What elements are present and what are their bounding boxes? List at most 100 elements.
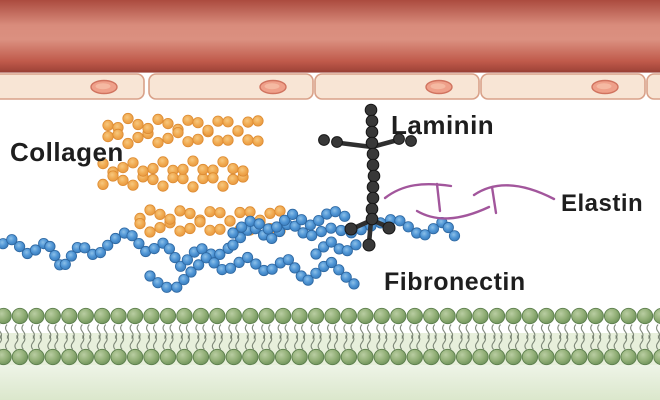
lipid-head — [554, 348, 571, 366]
lipid-head — [94, 348, 111, 366]
lipid-head — [603, 348, 621, 366]
cell-body — [0, 73, 145, 100]
fibronectin-bead — [333, 264, 345, 276]
collagen-bead — [172, 127, 184, 139]
collagen-bead — [134, 218, 146, 230]
collagen-bead — [214, 207, 226, 219]
collagen-fiber — [102, 112, 264, 150]
collagen-bead — [132, 118, 144, 131]
lipid-tail — [474, 335, 480, 350]
lipid-tail — [449, 335, 454, 350]
lipid-tail — [4, 335, 10, 350]
lipid-head — [192, 307, 210, 325]
lipid-head — [653, 307, 660, 325]
lipid-head — [274, 348, 292, 366]
lipid-tails — [0, 324, 660, 350]
fibronectin-bead — [185, 266, 197, 278]
lipid-head — [505, 348, 522, 366]
laminin-bead — [365, 212, 379, 226]
fibronectin-bead — [193, 259, 205, 271]
collagen-bead — [197, 163, 209, 176]
cytoplasm-gradient — [0, 365, 660, 400]
elastin-fibers — [383, 182, 556, 220]
lipid-head — [110, 348, 127, 366]
collagen-bead — [224, 215, 236, 227]
lipid-tail — [185, 335, 190, 350]
fibronectin-bead — [306, 229, 318, 242]
lipid-head — [324, 307, 341, 325]
lipid-tail — [235, 335, 240, 350]
collagen-bead — [177, 173, 189, 185]
lipid-tail — [557, 335, 562, 350]
tissue-band — [0, 0, 660, 72]
lipid-head — [620, 348, 637, 366]
collagen-bead — [127, 179, 139, 191]
lipid-head — [126, 348, 144, 366]
collagen-bead — [152, 137, 164, 149]
collagen-bead — [184, 207, 196, 220]
lipid-head — [126, 307, 144, 325]
lipid-head — [571, 348, 588, 366]
fibronectin-bead — [329, 206, 341, 218]
collagen-bead — [174, 225, 186, 237]
lipid-tail — [573, 335, 578, 350]
lipid-tail — [0, 335, 3, 350]
lipid-head — [0, 348, 12, 366]
lipid-tail — [21, 335, 26, 350]
lipid-tail — [350, 335, 355, 350]
lipid-head — [603, 307, 621, 325]
lipid-tail — [70, 335, 75, 350]
lipid-head — [423, 348, 440, 366]
fibronectin-bead — [402, 221, 414, 233]
lipid-head — [242, 348, 259, 366]
fibronectin-bead — [14, 241, 26, 253]
collagen-bead — [214, 223, 226, 235]
epithelial-cell — [148, 73, 314, 100]
fibronectin-bead — [178, 273, 190, 286]
collagen-bead — [144, 204, 156, 216]
collagen-bead — [97, 178, 109, 190]
fibronectin-bead — [152, 277, 164, 289]
lipid-head — [94, 307, 111, 325]
collagen-bead — [242, 134, 254, 146]
lipid-head — [538, 307, 555, 325]
lipid-head — [636, 348, 654, 366]
lipid-tail — [399, 335, 404, 350]
collagen-bead — [234, 206, 246, 219]
fibronectin-bead — [169, 252, 181, 264]
collagen-bead — [107, 170, 119, 182]
lipid-tail — [251, 335, 256, 350]
fibronectin-bead — [161, 281, 173, 293]
lipid-tail — [152, 335, 158, 350]
fibronectin-bead — [227, 239, 239, 251]
fibronectin-label: Fibronectin — [384, 268, 526, 296]
elastin-crosslink-left — [435, 182, 442, 213]
fibronectin-bead — [171, 281, 183, 293]
fibronectin-bead — [325, 236, 337, 248]
lipid-tail — [465, 335, 470, 350]
lipid-head — [291, 348, 308, 366]
lipid-head — [653, 348, 660, 366]
lipid-tail — [655, 335, 660, 350]
cell-nucleus-highlight — [596, 83, 612, 90]
lipid-tail — [136, 335, 141, 350]
laminin-bead — [364, 103, 378, 117]
laminin-molecule — [318, 103, 417, 252]
lipid-head — [357, 307, 374, 325]
lipid-tail — [580, 335, 585, 350]
lipid-head — [28, 348, 45, 366]
lipid-head — [472, 348, 489, 366]
laminin-bead — [366, 158, 380, 172]
collagen-bead — [117, 162, 129, 174]
collagen-bead — [112, 128, 124, 140]
lipid-head — [324, 348, 341, 366]
elastin-top-left-arc — [383, 183, 453, 200]
collagen-fiber — [134, 204, 286, 238]
fibronectin-bead — [6, 234, 18, 246]
lipid-tail — [392, 335, 397, 350]
lipid-head — [28, 307, 45, 325]
collagen-bead — [174, 205, 186, 217]
lipid-tail — [268, 335, 273, 350]
lipid-tail — [524, 335, 529, 350]
